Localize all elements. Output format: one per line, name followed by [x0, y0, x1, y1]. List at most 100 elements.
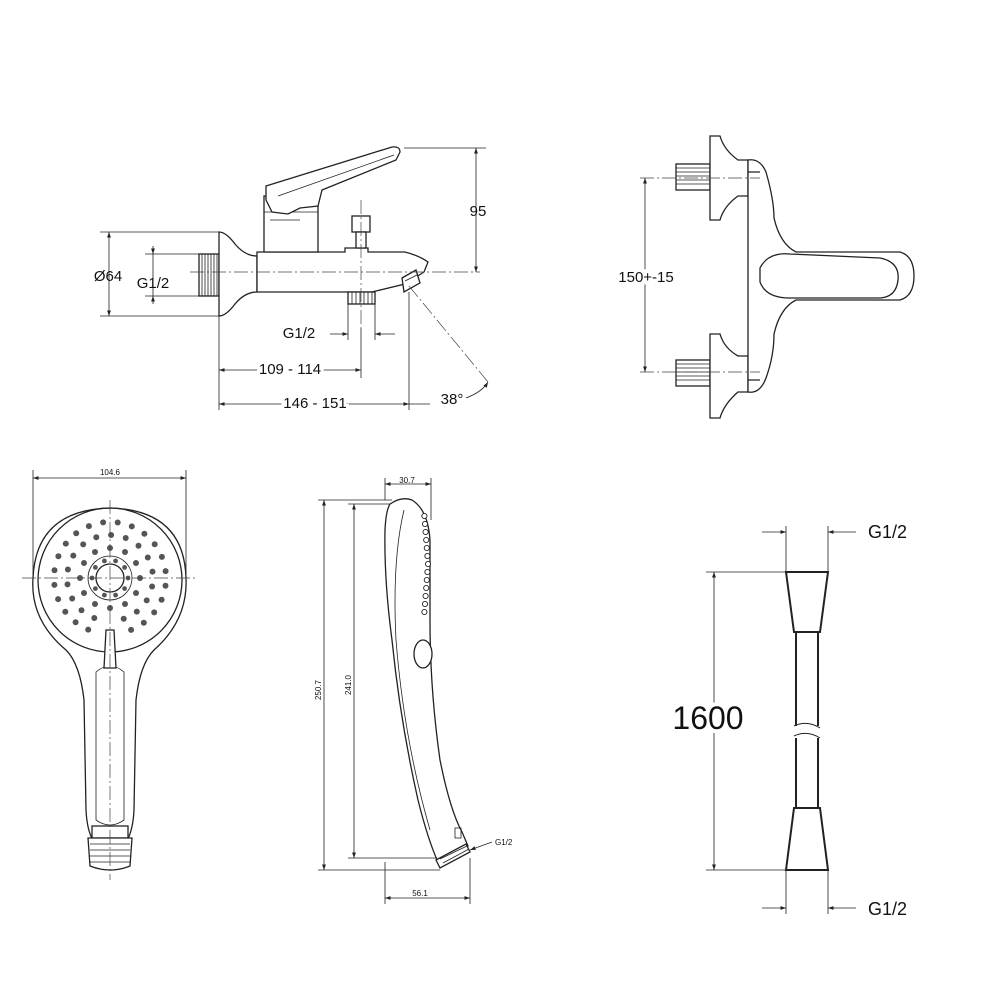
- side-nozzle-dot: [423, 576, 430, 584]
- side-thread-callout: G1/2: [469, 838, 513, 851]
- dim-hose-bottom-thread: G1/2: [762, 899, 907, 919]
- dim-total-length: 250.7: [314, 499, 440, 871]
- nozzle-dot: [120, 615, 127, 622]
- nozzle-dot: [143, 597, 150, 604]
- nozzle-dot: [69, 595, 76, 602]
- nozzle-dot: [62, 608, 69, 615]
- nozzle-dot: [62, 540, 69, 547]
- nozzle-dot: [91, 615, 98, 621]
- nozzle-dot: [64, 566, 71, 573]
- nozzle-dot: [149, 583, 156, 590]
- dim-inner-length: 241.0: [344, 503, 436, 859]
- head-width-label: 104.6: [100, 468, 121, 477]
- mixer-front-view: 150+-15: [614, 135, 915, 419]
- nozzle-dot: [151, 541, 158, 548]
- nozzle-dot: [141, 530, 148, 537]
- nozzle-dot: [70, 552, 77, 559]
- nozzle-dot: [51, 567, 58, 574]
- top-width-label: 30.7: [399, 476, 415, 485]
- front-lower-inlet: [675, 333, 749, 419]
- spout-long-label: 146 - 151: [283, 395, 346, 412]
- mixer-bottom-thread: [347, 291, 376, 305]
- side-nozzle-dot: [424, 568, 431, 576]
- nozzle-dot: [102, 558, 107, 564]
- dim-inlet-thread: G1/2: [137, 246, 199, 304]
- hand-shower-side-view: 30.7 250.7 241.0 56.1 G1/2: [314, 476, 513, 904]
- nozzle-dot: [133, 560, 139, 566]
- nozzle-dot: [92, 601, 98, 607]
- mixer-escutcheon: [218, 231, 258, 317]
- spout-short-label: 109 - 114: [259, 361, 321, 378]
- nozzle-dot: [135, 542, 142, 549]
- side-nozzle-dot: [422, 528, 429, 536]
- inlet-thread-label: G1/2: [137, 275, 170, 292]
- dim-angle: 38°: [441, 381, 489, 408]
- nozzle-dot: [122, 535, 129, 541]
- outlet-thread-label: G1/2: [283, 325, 316, 342]
- nozzle-dot: [72, 619, 79, 626]
- side-nozzle-dot: [421, 520, 429, 528]
- nozzle-dot: [73, 530, 80, 537]
- side-nozzle-dot: [423, 536, 430, 544]
- nozzle-dot: [162, 582, 169, 589]
- dim-hose-length: 1600: [668, 572, 748, 870]
- nozzle-dot: [51, 581, 58, 588]
- nozzle-dot: [93, 586, 98, 591]
- hose-top-thread-label: G1/2: [868, 522, 907, 542]
- mixer-inlet-thread: [198, 253, 220, 297]
- dim-head-width: 104.6: [32, 468, 187, 578]
- nozzle-dot: [113, 592, 118, 598]
- nozzle-dot: [113, 558, 118, 564]
- nozzle-dot: [100, 519, 107, 526]
- nozzle-dot: [158, 553, 165, 560]
- side-nozzle-dot: [421, 512, 428, 520]
- nozzle-dot: [93, 565, 98, 570]
- side-nozzle-dot: [422, 592, 429, 600]
- hose-top-cone: [784, 571, 830, 633]
- mixer-body: [256, 247, 429, 293]
- dim-outlet-thread: G1/2: [283, 304, 395, 342]
- dim-top-width: 30.7: [384, 476, 432, 520]
- mixer-side-view: Ø64 G1/2 95 G1/2 109 - 114: [94, 146, 489, 415]
- side-nozzle-dot: [421, 600, 429, 608]
- nozzle-dot: [81, 590, 87, 596]
- nozzle-dot: [122, 565, 127, 570]
- nozzle-dot: [122, 586, 127, 591]
- spacing-label: 150+-15: [618, 269, 673, 286]
- nozzle-dot: [107, 605, 113, 611]
- nozzle-dot: [128, 626, 135, 633]
- nozzle-dot: [78, 607, 85, 614]
- inner-length-label: 241.0: [344, 674, 353, 695]
- front-lever: [759, 253, 899, 299]
- nozzle-dot: [80, 541, 87, 548]
- side-switch-icon: [413, 639, 433, 669]
- diameter-label: Ø64: [94, 268, 122, 285]
- side-nozzle-row: [421, 512, 432, 616]
- nozzle-pattern: [51, 519, 169, 633]
- side-thread-label: G1/2: [495, 838, 513, 847]
- nozzle-dot: [102, 592, 107, 598]
- dim-spout-short: 109 - 114: [218, 316, 362, 410]
- side-nozzle-dot: [423, 544, 430, 552]
- side-nozzle-dot: [423, 584, 430, 592]
- dim-bottom-width: 56.1: [384, 858, 471, 904]
- dim-spout-long: 146 - 151: [219, 292, 430, 415]
- mixer-lever: [265, 146, 401, 215]
- side-nozzle-dot: [424, 560, 432, 568]
- nozzle-dot: [133, 590, 139, 596]
- nozzle-dot: [128, 523, 135, 530]
- nozzle-dot: [92, 549, 98, 555]
- nozzle-dot: [85, 626, 92, 633]
- hose-view: G1/2 1600 G1/2: [668, 522, 907, 919]
- nozzle-dot: [55, 596, 62, 603]
- nozzle-dot: [93, 534, 100, 541]
- nozzle-dot: [151, 609, 158, 616]
- nozzle-dot: [108, 532, 115, 538]
- hand-shower-front-view: 104.6: [22, 468, 198, 880]
- hose-bottom-cone: [784, 807, 830, 871]
- dim-diameter: Ø64: [94, 231, 219, 317]
- nozzle-dot: [114, 519, 121, 526]
- side-nozzle-dot: [424, 552, 431, 560]
- dim-height: 95: [404, 147, 486, 272]
